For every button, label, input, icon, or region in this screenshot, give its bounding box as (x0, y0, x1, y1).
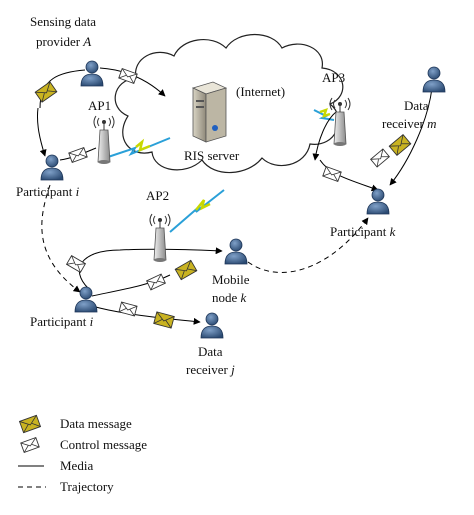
data-receiver-j-label-line1: Data (198, 344, 223, 359)
data-receiver-j-label-line2: receiver j (186, 362, 235, 377)
mobile-node-label-line1: Mobile (212, 272, 250, 287)
internet-label: (Internet) (236, 84, 285, 99)
data-message-icon (153, 311, 175, 329)
sensing-provider-icon (80, 60, 104, 87)
control-message-icon (66, 255, 86, 273)
media-links (37, 67, 433, 325)
control-message-icon (118, 68, 138, 84)
data-message-icon (388, 134, 412, 156)
legend-control-message-label: Control message (60, 437, 147, 452)
control-message-icon (68, 147, 88, 163)
ap2-label: AP2 (146, 188, 169, 203)
participant-i-top-icon (40, 154, 64, 181)
legend: Data message Control message Media Traje… (18, 414, 147, 494)
sensing-provider-label-line1: Sensing data (30, 14, 96, 29)
participant-i-bottom-label: Participant i (30, 314, 94, 329)
ap2-tower-icon (149, 213, 171, 263)
internet-cloud (114, 34, 344, 174)
control-message-icon (370, 148, 390, 168)
trajectory-paths (41, 184, 369, 293)
wireless-links (104, 108, 335, 233)
ap1-label: AP1 (88, 98, 111, 113)
mobile-node-k-icon (224, 238, 248, 265)
legend-control-message-icon (20, 437, 40, 453)
mobile-node-label-line2: node k (212, 290, 247, 305)
data-receiver-j-icon (200, 312, 224, 339)
control-message-icon (118, 301, 138, 317)
data-message-icon (34, 81, 58, 103)
legend-media-label: Media (60, 458, 93, 473)
data-message-icon (174, 259, 198, 281)
ris-server-label: RIS server (184, 148, 240, 163)
data-receiver-m-icon (422, 66, 446, 93)
participant-k-label: Participant k (330, 224, 396, 239)
sensing-provider-label-line2: provider A (36, 34, 91, 49)
legend-trajectory-label: Trajectory (60, 479, 114, 494)
data-receiver-m-label-line1: Data (404, 98, 429, 113)
legend-data-message-label: Data message (60, 416, 132, 431)
data-receiver-m-label-line2: receiver m (382, 116, 437, 131)
control-message-icon (322, 166, 342, 182)
legend-data-message-icon (19, 414, 41, 434)
control-message-icon (146, 273, 166, 291)
participant-i-top-label: Participant i (16, 184, 80, 199)
ris-server-icon (191, 81, 228, 143)
ap3-label: AP3 (322, 70, 345, 85)
participant-k-icon (366, 188, 390, 215)
